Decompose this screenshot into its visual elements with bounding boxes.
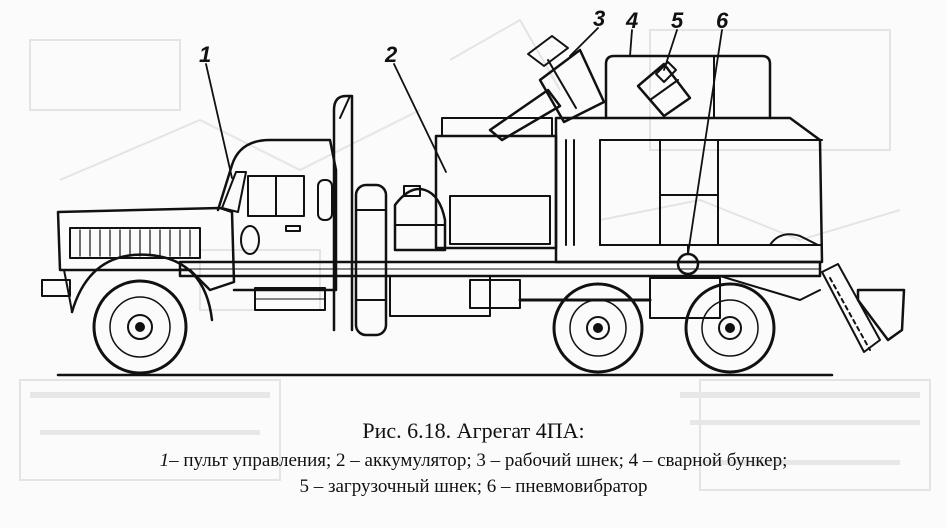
welded-hopper: [554, 54, 824, 264]
exhaust-pipe: [332, 94, 354, 332]
legend-line-1: 1– пульт управления; 2 – аккумулятор; 3 …: [0, 450, 947, 472]
accumulator: [354, 183, 447, 337]
callout-5: 5: [671, 8, 684, 33]
truck-cab: [216, 138, 338, 311]
legend-number-1: 1: [159, 450, 170, 471]
callout-1: 1: [199, 42, 212, 67]
figure-caption-title: Рис. 6.18. Агрегат 4ПА:: [362, 418, 585, 443]
truck-diagram: [41, 27, 906, 377]
rear-wheel-2: [684, 282, 776, 374]
front-wheel: [70, 253, 214, 375]
callout-3: 3: [593, 6, 606, 31]
leader-line-4: [629, 29, 633, 57]
working-auger: [488, 35, 606, 142]
truck-hood: [41, 206, 236, 313]
rear-wheel-1: [552, 282, 644, 374]
rear-chute: [821, 263, 906, 353]
loading-auger: [636, 61, 692, 118]
leader-line-5: [663, 29, 678, 71]
control-box: [434, 117, 558, 250]
leader-line-6: [687, 29, 723, 255]
leader-line-2: [393, 63, 447, 173]
leader-line-3: [569, 27, 599, 57]
callout-2: 2: [385, 42, 398, 67]
legend-text-1: – пульт управления; 2 – аккумулятор; 3 –…: [169, 450, 788, 471]
leader-lines: [205, 27, 723, 255]
callout-6: 6: [716, 8, 729, 33]
callout-4: 4: [626, 8, 639, 33]
leader-line-1: [205, 63, 233, 179]
legend-line-2: 5 – загрузочный шнек; 6 – пневмовибратор: [299, 476, 648, 497]
